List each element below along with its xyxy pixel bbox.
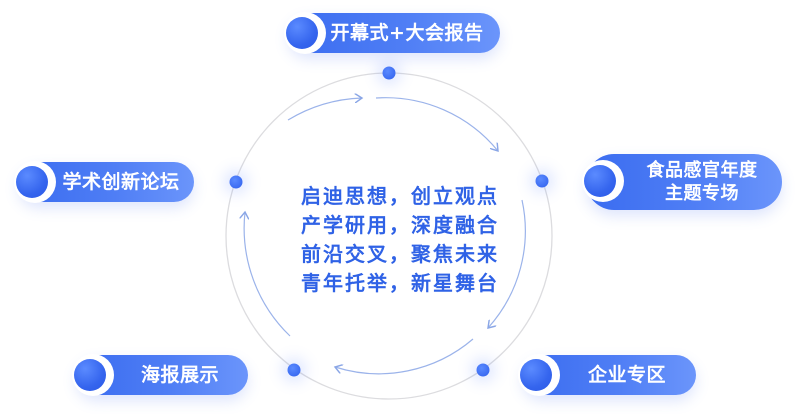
center-slogan: 启迪思想，创立观点 产学研用，深度融合 前沿交叉，聚焦未来 青年托举，新星舞台 <box>280 182 520 298</box>
bullet-icon <box>72 354 114 396</box>
arc-arrow-top-right <box>375 97 498 151</box>
bullet-icon <box>582 160 624 202</box>
node-label-line-1: 食品感官年度 <box>646 160 758 181</box>
node-label: 企业专区 <box>587 364 666 386</box>
node-label: 海报展示 <box>140 364 219 386</box>
arc-arrow-left <box>244 212 291 337</box>
node-dot-left <box>229 175 243 189</box>
node-opening-ceremony: 开幕式+大会报告 <box>284 12 500 54</box>
node-poster-display: 海报展示 <box>72 354 248 396</box>
arc-arrow-right <box>488 199 526 328</box>
node-label: 食品感官年度 主题专场 <box>611 159 758 205</box>
node-dot-bottom-right <box>476 363 490 377</box>
node-dot-right <box>535 174 549 188</box>
node-dot-top <box>382 66 396 80</box>
slogan-line-4: 青年托举，新星舞台 <box>301 271 499 295</box>
bullet-icon <box>14 161 56 203</box>
bullet-icon <box>284 12 326 54</box>
arc-arrow-bottom <box>335 338 474 375</box>
node-label: 开幕式+大会报告 <box>330 22 484 44</box>
node-label-line-2: 主题专场 <box>665 183 739 204</box>
slogan-line-3: 前沿交叉，聚焦未来 <box>301 242 499 266</box>
node-label: 学术创新论坛 <box>62 171 180 193</box>
node-dot-bottom-left <box>287 363 301 377</box>
node-enterprise-zone: 企业专区 <box>518 354 696 396</box>
slogan-line-2: 产学研用，深度融合 <box>301 213 499 237</box>
slogan-line-1: 启迪思想，创立观点 <box>301 184 499 208</box>
arc-arrow-top-left <box>287 98 362 121</box>
node-academic-forum: 学术创新论坛 <box>14 161 194 203</box>
bullet-icon <box>518 354 560 396</box>
node-sensory-theme-session: 食品感官年度 主题专场 <box>582 154 782 210</box>
